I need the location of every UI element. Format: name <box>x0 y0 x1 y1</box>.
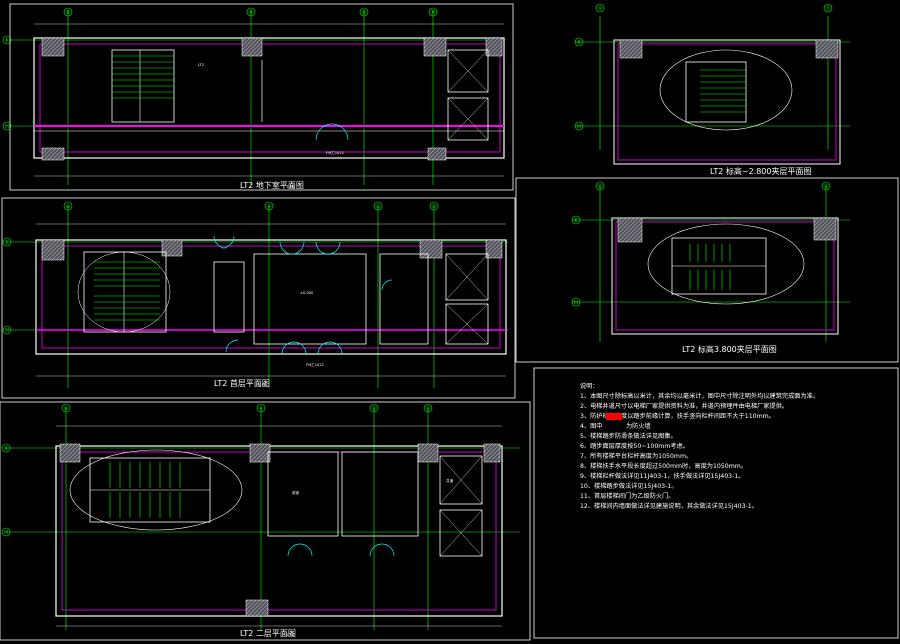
axis-bubble-label: ⑫ <box>597 183 602 190</box>
axis-bubble-label: ⑪ <box>266 203 271 210</box>
axis-bubble-label: ⑬ <box>430 9 435 16</box>
axis-bubble-label: ⑫ <box>597 5 602 12</box>
drawing-title: LT2 地下室平面图 <box>240 180 304 190</box>
axis-bubble-label: H <box>5 328 9 334</box>
drawing-scale: 1:50 <box>258 383 267 387</box>
axis-bubble-label: H <box>4 530 8 536</box>
note-line: 2、电梯井道尺寸以电梯厂家提供资料为准，井道内预埋件由电梯厂家提供。 <box>580 402 788 410</box>
axis-bubble-label: ⑬ <box>823 183 828 190</box>
axis-bubble-label: K <box>574 218 578 224</box>
drawing-title: LT2 标高3.800夹层平面图 <box>682 344 777 354</box>
axis-bubble-label: ⑩ <box>66 10 71 16</box>
note-line: 8、楼梯扶手水平段长度超过500mm时，高度为1050mm。 <box>580 462 747 470</box>
axis-bubble-label: ⑫ <box>361 9 366 16</box>
axis-bubble-label: ⑬ <box>425 405 430 412</box>
drawing-mezzanine-3800: LT2 标高3.800夹层平面图 <box>515 177 899 363</box>
frame <box>9 3 514 191</box>
axis-bubble-label: K <box>5 240 9 246</box>
notes-heading: 说明： <box>580 382 599 390</box>
drawing-basement-plan: LT2 地下室平面图 1:50 LT2 FM乙1022 <box>2 3 514 191</box>
axis-bubble-label: ⑫ <box>375 203 380 210</box>
axis-bubble-label: ⑬ <box>825 5 830 12</box>
room-label: 前室 <box>292 490 300 495</box>
axis-bubble-label: K <box>577 40 581 46</box>
note-line: 9、楼梯栏杆做法详见11J403-1，扶手做法详见15J403-1。 <box>580 472 744 480</box>
axis-bubble-label: ⑪ <box>248 9 253 16</box>
drawing-title: LT2 二层平面图 <box>240 629 296 638</box>
axis-bubble-label: K <box>4 446 8 452</box>
shaft-label: 井道 <box>446 478 454 483</box>
drawing-scale: 1:50 <box>286 633 295 637</box>
note-line: 10、楼梯踏步做法详见15J403-1。 <box>580 482 677 490</box>
note-line: 11、首层楼梯间门为乙级防火门。 <box>580 492 675 500</box>
drawing-second-floor: LT2 二层平面图 1:50 前室 井道 <box>0 401 531 641</box>
axis-bubble-label: H <box>574 300 578 306</box>
axis-bubble-label: K <box>5 38 9 44</box>
drawing-mezzanine-minus: LT2 标高~2.800夹层平面图 <box>574 3 850 176</box>
drawing-scale: 1:50 <box>286 185 295 189</box>
note-line: 3、防护栏杆高度以踏步前缘计算，扶手竖向栏杆间距不大于110mm。 <box>580 412 775 420</box>
axis-bubble-label: ⑩ <box>64 406 69 412</box>
lt2-label: LT2 <box>198 63 204 67</box>
axis-bubble-label: ⑬ <box>431 203 436 210</box>
elevation-label: ±0.000 <box>300 291 314 295</box>
note4-suffix: 为防火墙 <box>626 422 651 430</box>
note-line: 6、踏步面层厚度按50~100mm考虑。 <box>580 442 689 450</box>
axis-bubble-label: ⑫ <box>371 405 376 412</box>
axis-bubble-label: H <box>577 124 581 130</box>
axis-bubble-label: H <box>5 124 9 130</box>
drawing-ground-floor: LT2 首层平面图 1:50 ±0.000 FM乙1022 <box>1 197 516 399</box>
note-line: 12、楼梯间内墙面做法详见建施说明，其余做法详见15J403-1。 <box>580 502 758 510</box>
note-line: 7、所有楼梯平台栏杆高度为1050mm。 <box>580 452 692 460</box>
note-line: 5、楼梯踏步防滑条做法详见图集。 <box>580 432 677 440</box>
note-line: 4、图中 <box>580 422 603 430</box>
design-notes: 说明： 1、本图尺寸除标高以米计，其余均以毫米计，图中尺寸除注明外均以建筑完成面… <box>533 367 899 639</box>
drawing-title: LT2 标高~2.800夹层平面图 <box>710 166 811 176</box>
axis-bubble-label: ⑩ <box>66 204 71 210</box>
door-label: FM乙1022 <box>306 362 324 367</box>
door-label: FM乙1022 <box>326 150 344 155</box>
drawing-title: LT2 首层平面图 <box>214 378 270 388</box>
firewall-swatch <box>606 413 622 420</box>
note-line: 1、本图尺寸除标高以米计，其余均以毫米计，图中尺寸除注明外均以建筑完成面为准。 <box>580 392 819 400</box>
axis-bubble-label: ⑪ <box>258 405 263 412</box>
